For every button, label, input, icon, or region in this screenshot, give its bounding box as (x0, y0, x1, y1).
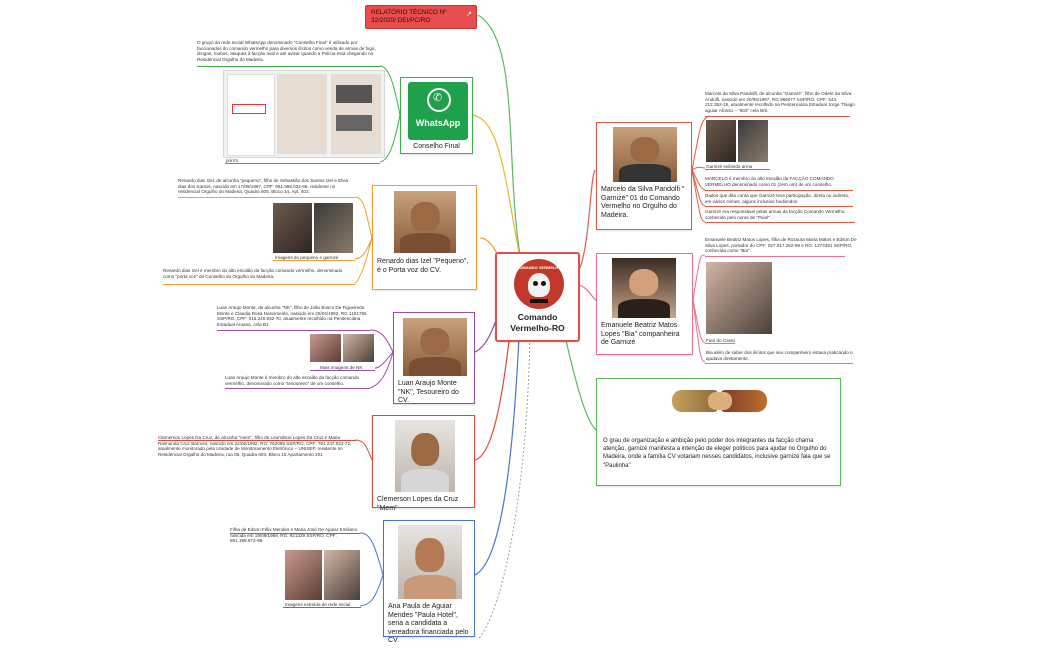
edge-marcelo (579, 169, 596, 269)
ana-note: Filha de Edson Félix Mendes e Maria José… (230, 527, 358, 544)
luan-note-top: Luan Araujo Monte, de alcunha "NK", filh… (217, 305, 367, 327)
marcelo-images (706, 120, 768, 162)
edge-whatsapp (469, 114, 521, 259)
emanuele-caption: Emanuele Beatriz Matos Lopes "Bia" compa… (601, 322, 680, 346)
edge-emanuele (579, 284, 597, 301)
marcelo-image-caption: Garnizé exibindo arma (706, 164, 753, 169)
logo-text: COMANDO VERMELHO (516, 265, 562, 270)
emanuele-note-top: Emanuele Beatriz Matos Lopes, filha de R… (705, 237, 857, 254)
emanuele-node[interactable]: Emanuele Beatriz Matos Lopes "Bia" compa… (596, 253, 693, 355)
luan-images (310, 334, 374, 362)
renardo-caption: Renardo dias Izel "Pequeno", é o Porta v… (377, 258, 469, 274)
marcelo-photo (613, 127, 677, 182)
renardo-note-bottom: Renardo dias Izel é membro do alto escal… (163, 268, 343, 279)
summary-node[interactable]: O grau de organização e ambição pelo pod… (596, 378, 841, 486)
central-title: Comando Vermelho-RO (510, 312, 565, 333)
renardo-images (273, 203, 353, 253)
luan-image-caption: Mais imagens de NK (320, 365, 363, 370)
comando-vermelho-logo: COMANDO VERMELHO (514, 259, 564, 309)
clemerson-node[interactable]: Clemerson Lopes da Cruz "Mem" (372, 415, 475, 512)
whatsapp-caption: Conselho Final (413, 143, 460, 150)
marcelo-caption: Marcelo da Silva Pandolfi " Garnizé" 01 … (601, 186, 685, 219)
luan-node[interactable]: Luan Araujo Monte "NK", Tesoureiro do CV… (393, 312, 475, 404)
handshake-image (672, 382, 767, 422)
marcelo-note-3: Dados que dão conta que Garnizé teve par… (705, 193, 850, 204)
clemerson-photo (395, 420, 455, 492)
ana-images (285, 550, 360, 600)
luan-caption: Luan Araujo Monte "NK", Tesoureiro do CV… (398, 380, 459, 404)
whatsapp-icon: ✆ (427, 88, 451, 112)
marcelo-node[interactable]: Marcelo da Silva Pandolfi " Garnizé" 01 … (596, 122, 692, 230)
luan-photo (403, 318, 467, 376)
whatsapp-prints (223, 70, 385, 158)
edge-ana (474, 314, 521, 576)
whatsapp-image-caption: print's (226, 158, 239, 163)
edge-bottom (477, 314, 531, 641)
emanuele-photo (612, 258, 676, 318)
emanuele-image-caption: Foto do Casal (706, 338, 735, 343)
marcelo-note-1: Marcelo da Silva Pandolfi, de alcunha "G… (705, 91, 855, 113)
renardo-image-caption: Imagens do pequeno e garnizé (275, 255, 339, 260)
edge-report (477, 14, 521, 256)
whatsapp-node[interactable]: ✆ WhatsApp Conselho Final (400, 77, 473, 154)
report-tag-label: RELATÓRIO TÉCNICO Nº 32/2020/ DEI/PC/RO (371, 9, 447, 24)
renardo-node[interactable]: Renardo dias Izel "Pequeno", é o Porta v… (372, 185, 477, 290)
report-tag[interactable]: RELATÓRIO TÉCNICO Nº 32/2020/ DEI/PC/RO … (365, 5, 477, 29)
external-link-icon[interactable]: ↗ (466, 11, 472, 18)
emanuele-images (706, 262, 772, 334)
ana-caption: Ana Paula de Aguiar Mendes "Paula Hotel"… (388, 603, 469, 644)
clemerson-caption: Clemerson Lopes da Cruz "Mem" (377, 496, 459, 512)
ana-node[interactable]: Ana Paula de Aguiar Mendes "Paula Hotel"… (383, 520, 475, 644)
whatsapp-wordmark: WhatsApp (415, 118, 461, 128)
central-topic[interactable]: COMANDO VERMELHO Comando Vermelho-RO (495, 252, 580, 342)
whatsapp-logo: ✆ WhatsApp (408, 82, 468, 140)
clemerson-note: Clemerson Lopes Da Cruz, de alcunha "mem… (158, 435, 352, 457)
marcelo-note-2: MARCELO é membro do alto escalão da FACÇ… (705, 176, 834, 187)
ana-image-caption: Imagens extraída de rede social (285, 602, 351, 607)
marcelo-note-4: Garnizé era responsável pelas armas da f… (705, 209, 846, 220)
emanuele-note-bottom: Bia além de saber dos ilícitos que seu c… (706, 350, 853, 361)
renardo-note-top: Renardo dias Izel, de alcunha "pequeno",… (178, 178, 349, 195)
luan-note-bottom: Luan Araujo Monte é membro do alto escal… (225, 375, 360, 386)
ana-photo (398, 525, 462, 599)
summary-text: O grau de organização e ambição pelo pod… (603, 438, 831, 469)
renardo-photo (394, 191, 456, 253)
whatsapp-note: O grupo da rede social WhatsApp denomina… (197, 40, 376, 62)
